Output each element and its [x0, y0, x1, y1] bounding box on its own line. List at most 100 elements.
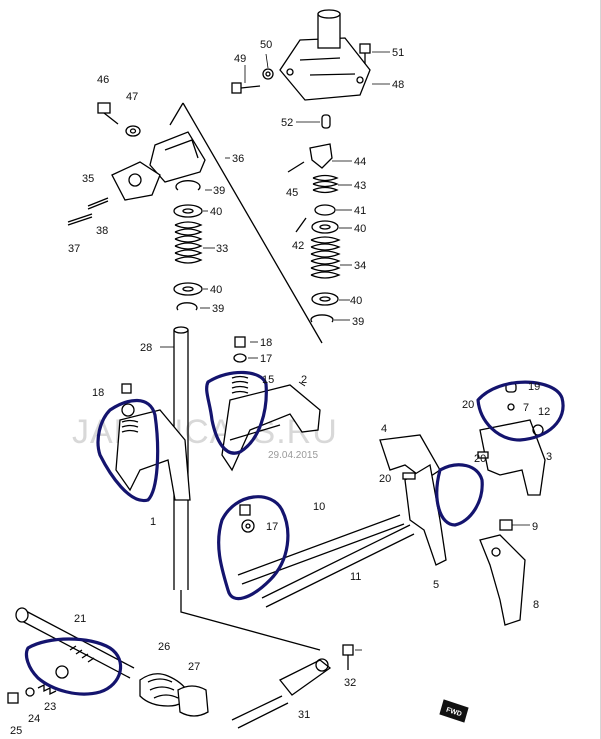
spring-43: [312, 174, 339, 194]
plug-18-lower: [239, 504, 251, 516]
shift-fork-2: [221, 384, 321, 472]
callout-11: 11: [350, 571, 361, 583]
callout-27: 27: [188, 661, 200, 673]
callout-37: 37: [68, 243, 80, 255]
washer-40-middle: [173, 282, 203, 296]
snap-ring-39-right: [310, 314, 334, 323]
bolt-46: [97, 102, 119, 125]
washer-17-upper: [233, 353, 247, 363]
detent-17-lower: [241, 519, 255, 533]
bushing-33-bottom: [55, 665, 69, 679]
callout-4: 4: [381, 423, 387, 435]
bolt-32: [342, 644, 354, 670]
callout-34: 34: [354, 260, 366, 272]
callout-31: 31: [298, 709, 310, 721]
pin-37: [67, 213, 93, 226]
callout-36: 36: [232, 153, 244, 165]
callout-1: 1: [150, 516, 156, 528]
callout-5: 5: [433, 579, 439, 591]
shift-bracket-36: [149, 131, 206, 183]
callout-15-upper: 15: [262, 374, 274, 386]
callout-39-right: 39: [352, 316, 364, 328]
callout-52: 52: [281, 117, 293, 129]
callout-39-middle: 39: [212, 303, 224, 315]
shift-fork-1: [115, 403, 191, 501]
ring-41: [314, 204, 336, 216]
callout-20-mid: 20: [379, 473, 391, 485]
callout-24: 24: [28, 713, 40, 725]
callout-41: 41: [354, 205, 366, 217]
bolt-51: [359, 43, 371, 64]
callout-48: 48: [392, 79, 404, 91]
callout-49: 49: [234, 53, 246, 65]
knob-44: [309, 143, 333, 169]
callout-17-upper: 17: [260, 353, 272, 365]
bolt-9: [499, 519, 513, 531]
washer-50: [262, 68, 274, 80]
shift-lever-housing: [279, 9, 371, 101]
washer-40-upper: [173, 204, 203, 218]
shift-rod-10: [237, 514, 405, 585]
plug-18-upper: [234, 336, 246, 348]
callout-12: 12: [538, 406, 550, 418]
pin-20-mid: [402, 472, 416, 480]
callout-46: 46: [97, 74, 109, 86]
drawing-code: 29.04.2015: [268, 450, 318, 461]
shift-fork-3: [479, 419, 546, 496]
ink-circle-rod-21: [24, 637, 123, 696]
ink-circle-fork-1: [96, 398, 160, 503]
callout-44: 44: [354, 156, 366, 168]
callout-2: 2: [301, 374, 307, 386]
washer-40-right-upper: [311, 220, 339, 234]
lever-8: [479, 534, 526, 626]
pin-42: [295, 217, 307, 233]
callout-47: 47: [126, 91, 138, 103]
bolt-25: [7, 692, 19, 704]
callout-43: 43: [354, 180, 366, 192]
callout-23: 23: [44, 701, 56, 713]
callout-10: 10: [313, 501, 325, 513]
fwd-arrow-icon: FWD: [439, 699, 469, 723]
fwd-label: FWD: [445, 707, 462, 719]
washer-24: [25, 687, 35, 697]
callout-50: 50: [260, 39, 272, 51]
callout-21: 21: [74, 613, 86, 625]
callout-38: 38: [96, 225, 108, 237]
shift-rod-11: [261, 524, 415, 608]
pin-52: [321, 114, 331, 129]
callout-35: 35: [82, 173, 94, 185]
snap-ring-39-middle: [176, 302, 198, 311]
ink-circle-rod-10: [217, 495, 290, 601]
callout-28: 28: [140, 342, 152, 354]
callout-42: 42: [292, 240, 304, 252]
pin-45: [287, 161, 305, 173]
callout-20-upper: 20: [462, 399, 474, 411]
callout-7: 7: [523, 402, 529, 414]
spring-15-left: [121, 419, 139, 433]
shift-fork-5: [404, 463, 447, 566]
callout-45: 45: [286, 187, 298, 199]
ink-circle-part-19: [476, 380, 565, 442]
plug-18-left: [121, 383, 132, 394]
callout-33: 33: [216, 243, 228, 255]
spring-23: [37, 683, 57, 696]
callout-19: 19: [528, 381, 540, 393]
callout-51: 51: [392, 47, 404, 59]
callout-32: 32: [344, 677, 356, 689]
washer-40-right-lower: [311, 292, 339, 306]
callout-8: 8: [533, 599, 539, 611]
callout-9: 9: [532, 521, 538, 533]
snap-ring-39-upper: [175, 180, 201, 191]
callout-26: 26: [158, 641, 170, 653]
lever-31: [231, 658, 332, 729]
pin-38: [87, 197, 109, 210]
ink-circle-fork-2-upper: [205, 370, 268, 455]
ball-7: [507, 403, 515, 411]
boot-27: [177, 685, 209, 717]
callout-18-upper: 18: [260, 337, 272, 349]
watermark: JAPANCATS.RU: [72, 413, 338, 451]
callout-20-right: 20: [474, 453, 486, 465]
callout-40-right-upper: 40: [354, 223, 366, 235]
callout-18-left: 18: [92, 387, 104, 399]
